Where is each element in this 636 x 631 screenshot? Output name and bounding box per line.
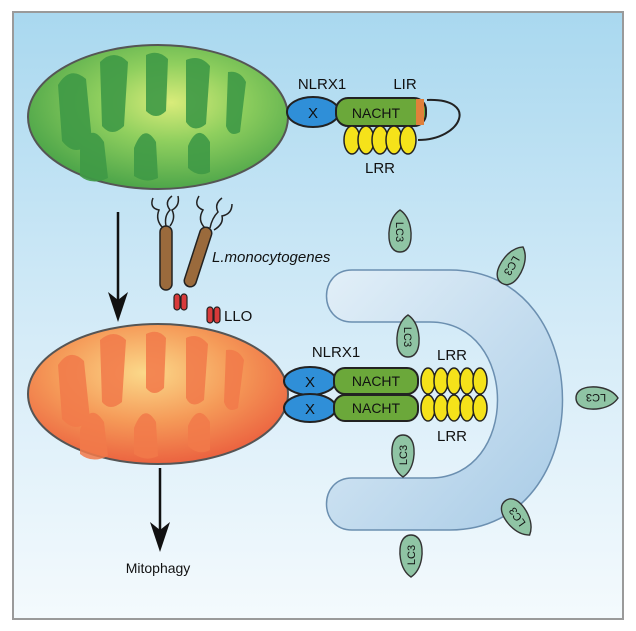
lir-motif <box>416 99 424 125</box>
lc3-marker: LC3 <box>496 246 526 286</box>
lir-loop <box>417 98 461 141</box>
nlrx1-label-top: NLRX1 <box>298 76 346 93</box>
nacht-label-bottom-1: NACHT <box>352 373 401 389</box>
phagophore <box>325 269 564 531</box>
nlrx1-protein-top: X NACHT NLRX1 LIR LRR <box>286 76 461 177</box>
lrr-label-top: LRR <box>365 160 395 177</box>
arrow-damage-head <box>108 292 128 322</box>
lrr-label-bottom-2: LRR <box>437 428 467 445</box>
lc3-marker: LC3 <box>388 209 412 253</box>
listeria-bacteria: L.monocytogenes <box>151 195 331 291</box>
lc3-marker: LC3 <box>575 386 619 410</box>
nlrx1-label-bottom: NLRX1 <box>312 344 360 361</box>
lc3-label: LC3 <box>398 445 410 465</box>
lrr-label-bottom-1: LRR <box>437 347 467 364</box>
nacht-domain-bottom-2 <box>333 394 419 422</box>
lrr-domain-top <box>343 125 417 155</box>
lc3-label: LC3 <box>401 327 413 347</box>
healthy-mitochondrion <box>27 44 289 190</box>
llo-label: LLO <box>224 308 252 325</box>
damaged-mitochondrion <box>27 323 289 465</box>
lir-label: LIR <box>393 76 417 93</box>
x-domain-label-bottom-1: X <box>305 374 315 391</box>
lc3-marker: LC3 <box>391 434 415 478</box>
llo-toxin <box>173 293 221 324</box>
nlrx1-protein-bottom: X X NACHT NACHT NLRX1 LRR LRR <box>283 344 488 445</box>
nacht-label-top: NACHT <box>352 105 401 121</box>
x-domain-label-bottom-2: X <box>305 401 315 418</box>
mitophagy-label: Mitophagy <box>126 560 191 576</box>
lc3-marker: LC3 <box>399 534 423 578</box>
lc3-marker: LC3 <box>396 314 420 358</box>
lc3-label: LC3 <box>406 545 418 565</box>
arrow-mitophagy-head <box>150 522 170 552</box>
lc3-marker: LC3 <box>500 498 532 536</box>
lrr-domain-bottom-1 <box>420 367 488 395</box>
lrr-domain-bottom-2 <box>420 394 488 422</box>
lc3-label: LC3 <box>393 222 405 242</box>
lc3-label: LC3 <box>586 391 606 403</box>
bacteria-label: L.monocytogenes <box>212 249 331 266</box>
nacht-label-bottom-2: NACHT <box>352 400 401 416</box>
x-domain-label-top: X <box>308 105 318 122</box>
